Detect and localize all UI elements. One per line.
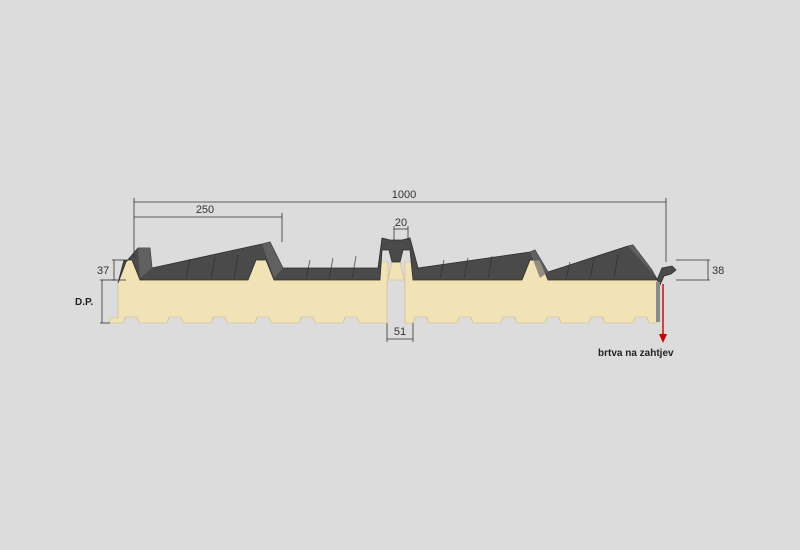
- dim-label-rib-height-right: 38: [712, 265, 724, 277]
- seal-arrow-head: [659, 334, 667, 343]
- metal-top-sheet: [117, 237, 677, 286]
- seal-note-label: brtva na zahtjev: [598, 348, 674, 359]
- foam-core: [109, 259, 658, 324]
- rib-highlights: [138, 242, 657, 278]
- dimension-rib-height-left: 37: [97, 259, 126, 281]
- dimension-rib-pitch: 250: [134, 204, 283, 242]
- dim-label-rib-top: 20: [395, 217, 407, 229]
- dimension-panel-thickness: D.P.: [75, 279, 116, 324]
- dimension-joint-width: 51: [386, 323, 414, 342]
- dim-label-rib-pitch: 250: [196, 204, 214, 216]
- dimension-total-width: 1000: [133, 189, 667, 262]
- seal-indicator: brtva na zahtjev: [598, 282, 674, 359]
- dimension-rib-height-right: 38: [676, 259, 724, 281]
- dim-label-panel-thickness: D.P.: [75, 297, 93, 308]
- dimension-rib-top: 20: [393, 217, 409, 240]
- dim-label-joint-width: 51: [394, 326, 406, 338]
- stiffening-grooves: [185, 253, 619, 280]
- dim-label-total-width: 1000: [392, 189, 416, 201]
- dim-label-rib-height-left: 37: [97, 265, 109, 277]
- seal-strip: [656, 282, 660, 322]
